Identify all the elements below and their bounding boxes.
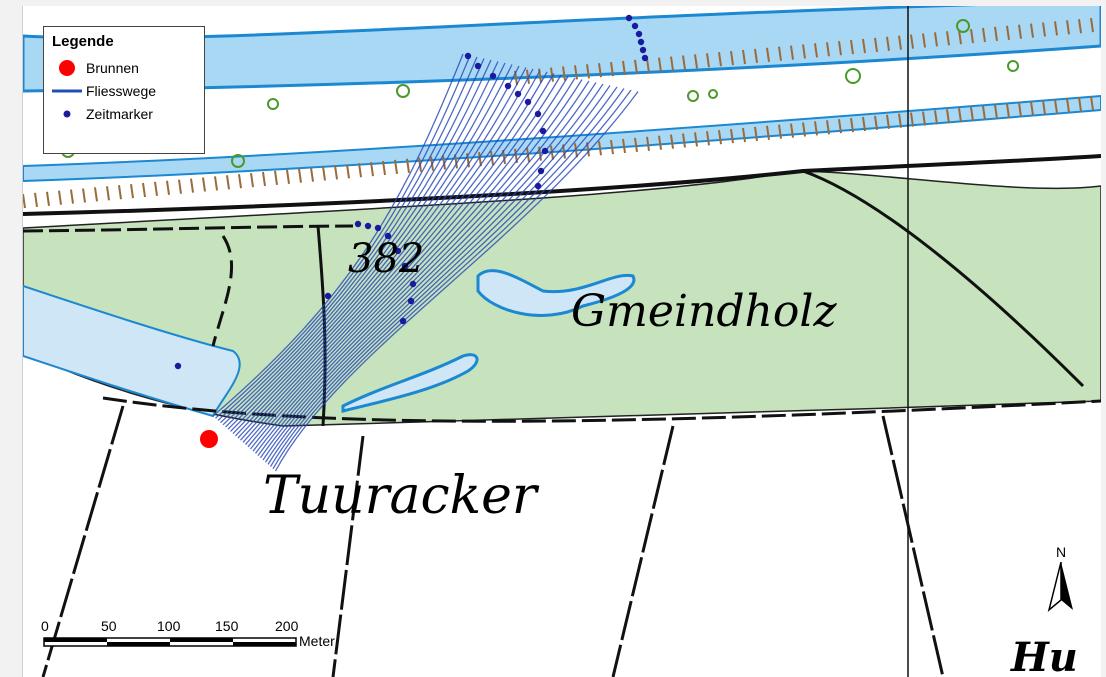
field-label: Tuuracker: [263, 466, 537, 526]
flowpath-line: [254, 79, 583, 454]
time-marker-dot: [534, 182, 542, 190]
legend-title: Legende: [52, 33, 114, 50]
time-markers: [174, 14, 649, 370]
pond: [476, 269, 636, 317]
time-marker-dot: [409, 280, 417, 288]
scale-tick: 100: [157, 618, 181, 634]
time-marker-dot: [474, 62, 482, 70]
north-arrow: N: [1041, 544, 1081, 624]
water-body-west: [23, 284, 241, 418]
north-label: N: [1055, 544, 1067, 560]
time-marker-dot: [354, 220, 362, 228]
time-marker-dot: [631, 22, 639, 30]
flowpath-line: [249, 76, 569, 450]
time-marker-dot: [639, 46, 647, 54]
time-marker-dot: [537, 167, 545, 175]
time-marker-dot: [394, 247, 402, 255]
time-marker-dot: [401, 262, 409, 270]
time-marker-dot: [174, 362, 182, 370]
flowpath-line: [230, 64, 513, 432]
flowpath-line: [215, 55, 471, 419]
path-east: [802, 169, 1085, 388]
legend-label: Brunnen: [86, 59, 139, 76]
path-west: [211, 235, 234, 347]
flowpath-line: [225, 61, 499, 428]
contour-label: 382: [348, 236, 425, 282]
pond-south: [341, 353, 479, 413]
blue-dot-icon: [63, 110, 71, 117]
legend: Legende Brunnen Fliesswege Zeitmarker: [43, 26, 205, 154]
scale-tick: 200: [275, 618, 299, 634]
time-marker-dot: [625, 14, 633, 22]
flowpath-line: [269, 88, 625, 467]
flowpath-line: [232, 65, 520, 435]
corner-label: Hu: [1011, 634, 1078, 677]
scale-tick: 0: [41, 618, 49, 634]
flowpath-line: [240, 70, 541, 441]
scale-unit: Meter: [299, 633, 335, 649]
blue-line-icon: [52, 89, 82, 92]
red-dot-icon: [59, 59, 75, 76]
legend-label: Fliesswege: [86, 82, 157, 99]
flowpath-line: [245, 73, 555, 446]
map-canvas[interactable]: (function(){ var g=document.currentScrip…: [23, 6, 1101, 677]
flowpath-line: [220, 58, 485, 424]
flowpath-line: [267, 86, 618, 465]
legend-item-fliesswege: Fliesswege: [52, 79, 196, 102]
flowpaths: [212, 53, 639, 472]
flowpath-line: [227, 62, 506, 430]
north-arrow-icon: [1047, 561, 1073, 613]
time-marker-dot: [524, 98, 532, 106]
flowpath-line: [264, 85, 611, 463]
field-lines: [41, 405, 945, 677]
well-brunnen[interactable]: [200, 430, 218, 448]
flowpath-line: [262, 83, 604, 461]
time-marker-dot: [407, 297, 415, 305]
flowpath-line: [237, 68, 534, 439]
flowpath-line: [217, 56, 478, 421]
time-marker-dot: [635, 30, 643, 38]
time-marker-dot: [514, 90, 522, 98]
time-marker-dot: [399, 317, 407, 325]
legend-label: Zeitmarker: [86, 105, 153, 122]
time-marker-dot: [324, 292, 332, 300]
time-marker-dot: [489, 72, 497, 80]
flowpath-line: [235, 67, 527, 437]
embankment: (function(){ var g=document.currentScrip…: [23, 17, 1094, 209]
flowpath-line: [257, 80, 590, 456]
time-marker-dot: [641, 54, 649, 62]
scale-tick: 150: [215, 618, 239, 634]
time-marker-dot: [541, 147, 549, 155]
time-marker-dot: [539, 127, 547, 135]
scale-tick: 50: [101, 618, 117, 634]
flowpath-line: [242, 71, 548, 443]
flowpath-line: [222, 59, 492, 426]
scale-bar-graphic: [43, 637, 297, 647]
time-marker-dot: [637, 38, 645, 46]
time-marker-dot: [374, 224, 382, 232]
legend-item-brunnen: Brunnen: [52, 56, 196, 79]
legend-item-zeitmarker: Zeitmarker: [52, 102, 196, 125]
road-north: [23, 154, 1101, 216]
field-boundary: [102, 396, 1101, 423]
time-marker-dot: [364, 222, 372, 230]
flowpath-line: [259, 82, 597, 459]
flowpath-line: [274, 91, 639, 472]
time-marker-dot: [534, 110, 542, 118]
time-marker-dot: [384, 232, 392, 240]
forest-label: Gmeindholz: [571, 286, 837, 337]
dashed-road: [23, 224, 354, 233]
time-marker-dot: [464, 52, 472, 60]
time-marker-dot: [504, 82, 512, 90]
river: [23, 6, 1101, 93]
scale-bar: 0 50 100 150 200 Meter: [41, 618, 363, 668]
path-mid: [316, 225, 327, 427]
flowpath-line: [252, 77, 576, 452]
flowpath-line: [247, 74, 562, 448]
flowpath-line: [272, 89, 632, 470]
flowpath-line: [212, 53, 464, 417]
map-frame: (function(){ var g=document.currentScrip…: [22, 6, 1101, 677]
